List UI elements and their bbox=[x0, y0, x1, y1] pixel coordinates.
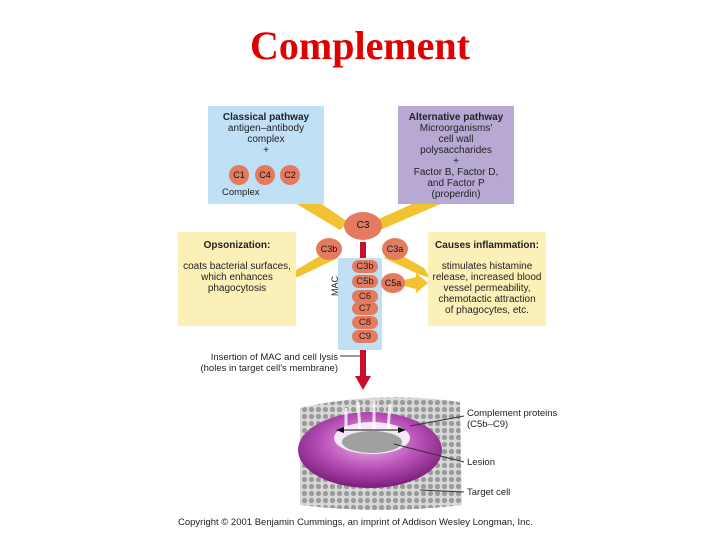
inflammation-line1: stimulates histamine bbox=[441, 261, 533, 272]
insertion-line2: (holes in target cell's membrane) bbox=[200, 363, 338, 374]
proteins-line2: (C5b–C9) bbox=[467, 419, 509, 430]
opsonization-line2: which enhances bbox=[201, 272, 273, 283]
classical-plus: + bbox=[263, 145, 269, 156]
mac-item-c5b: C5b bbox=[352, 275, 378, 288]
component-c3b: C3b bbox=[316, 238, 342, 260]
classical-line2: complex bbox=[247, 134, 285, 145]
inflammation-box: Causes inflammation: stimulates histamin… bbox=[428, 232, 546, 326]
classical-to-c3-arrow bbox=[290, 196, 348, 230]
alternative-to-c3-arrow bbox=[372, 196, 450, 230]
insertion-label: Insertion of MAC and cell lysis (holes i… bbox=[192, 352, 338, 374]
alternative-line5: and Factor P bbox=[427, 178, 485, 189]
target-cell-label: Target cell bbox=[467, 487, 511, 498]
mac-item-c3b: C3b bbox=[352, 260, 378, 273]
alternative-line6: (properdin) bbox=[431, 189, 481, 200]
inflammation-heading: Causes inflammation: bbox=[435, 240, 539, 251]
mac-item-c6: C6 bbox=[352, 290, 378, 303]
page-title: Complement bbox=[250, 23, 470, 68]
classical-complex-label: Complex bbox=[222, 187, 260, 198]
alternative-pathway-box: Alternative pathway Microorganisms' cell… bbox=[398, 106, 514, 204]
alternative-line4: Factor B, Factor D, bbox=[413, 167, 499, 178]
alternative-plus: + bbox=[453, 156, 459, 167]
mac-item-c8: C8 bbox=[352, 316, 378, 329]
opsonization-box: Opsonization: coats bacterial surfaces, … bbox=[178, 232, 296, 326]
component-c1: C1 bbox=[229, 165, 249, 185]
lesion-pointer bbox=[393, 443, 465, 463]
alternative-line3: polysaccharides bbox=[420, 145, 492, 156]
component-c5a: C5a bbox=[381, 273, 405, 293]
component-c3a: C3a bbox=[382, 238, 408, 260]
target-pointer bbox=[419, 489, 465, 493]
classical-pathway-box: Classical pathway antigen–antibody compl… bbox=[208, 106, 324, 204]
opsonization-heading: Opsonization: bbox=[203, 240, 271, 251]
proteins-pointer bbox=[409, 415, 465, 427]
classical-line1: antigen–antibody bbox=[227, 123, 305, 134]
alternative-line2: cell wall bbox=[438, 134, 474, 145]
opsonization-line1: coats bacterial surfaces, bbox=[183, 261, 291, 272]
inflammation-line3: vessel permeability, bbox=[443, 283, 531, 294]
component-c4: C4 bbox=[255, 165, 275, 185]
opsonization-line3: phagocytosis bbox=[207, 283, 267, 294]
proteins-line1: Complement proteins bbox=[467, 408, 558, 419]
lesion-label: Lesion bbox=[467, 457, 495, 468]
insertion-line1: Insertion of MAC and cell lysis bbox=[210, 352, 338, 363]
complement-proteins-label: Complement proteins (C5b–C9) bbox=[467, 408, 557, 430]
c5a-to-inflammation-arrow bbox=[400, 273, 428, 293]
component-c3: C3 bbox=[344, 212, 382, 240]
classical-heading: Classical pathway bbox=[222, 112, 310, 123]
alternative-heading: Alternative pathway bbox=[408, 112, 504, 123]
alternative-line1: Microorganisms' bbox=[419, 123, 493, 134]
inflammation-line5: of phagocytes, etc. bbox=[445, 305, 529, 316]
inflammation-line2: release, increased blood bbox=[432, 272, 542, 283]
mac-arrowhead bbox=[355, 376, 371, 390]
mac-label: MAC bbox=[330, 276, 340, 296]
component-c2: C2 bbox=[280, 165, 300, 185]
inflammation-line4: chemotactic attraction bbox=[438, 294, 536, 305]
copyright-text: Copyright © 2001 Benjamin Cummings, an i… bbox=[178, 517, 533, 528]
target-cell-illustration bbox=[298, 397, 462, 510]
mac-item-c9: C9 bbox=[352, 330, 378, 343]
mac-item-c7: C7 bbox=[352, 302, 378, 315]
